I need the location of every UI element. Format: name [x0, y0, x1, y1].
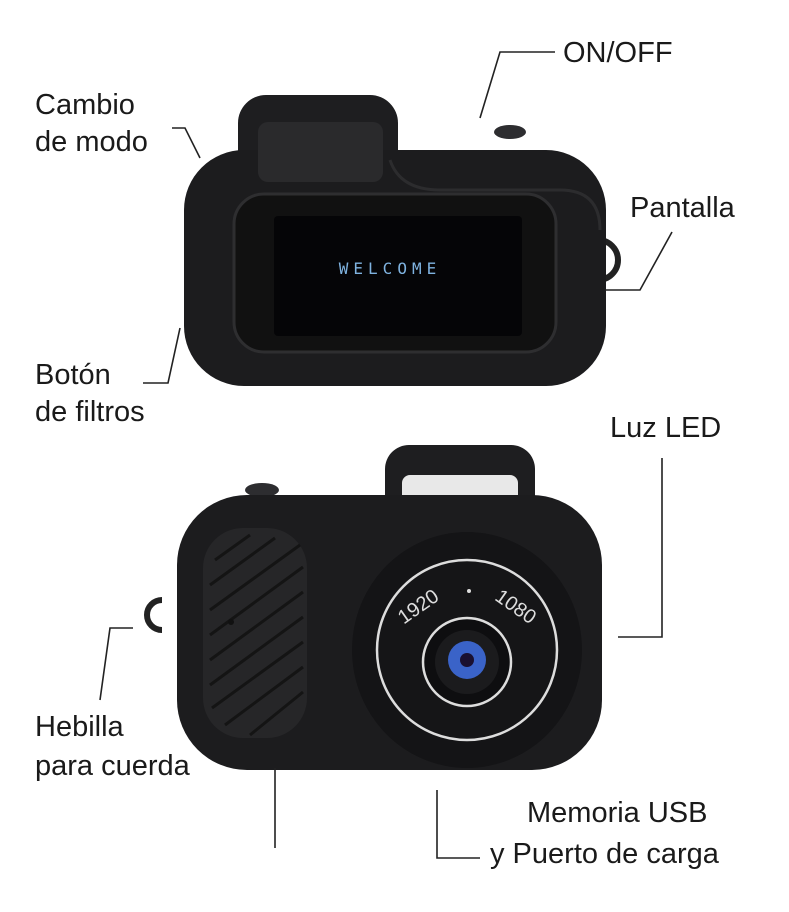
label-filter-button-1: Botón: [35, 359, 111, 391]
label-usb-memory-2: y Puerto de carga: [490, 838, 719, 870]
grip-panel: [203, 528, 307, 738]
label-strap-buckle-2: para cuerda: [35, 750, 190, 782]
leader-lines: [99, 51, 673, 859]
grip-texture: [209, 533, 304, 737]
label-filter-button-2: de filtros: [35, 396, 145, 428]
camera-back-view: WELCOME: [184, 95, 621, 386]
keyring-loop-icon: [144, 597, 163, 633]
label-on-off: ON/OFF: [563, 37, 673, 69]
camera-front-view: 1920 1080: [144, 445, 602, 770]
label-mode-change-1: Cambio: [35, 89, 135, 121]
label-led-light: Luz LED: [610, 412, 722, 444]
label-strap-buckle-1: Hebilla: [35, 711, 124, 743]
label-screen: Pantalla: [630, 192, 735, 224]
screen-display: [274, 216, 522, 336]
mode-button: [258, 122, 383, 182]
label-mode-change-2: de modo: [35, 126, 148, 158]
label-usb-memory-1: Memoria USB: [527, 797, 708, 829]
power-button: [494, 125, 526, 139]
welcome-text: WELCOME: [339, 259, 441, 278]
power-button: [245, 483, 279, 497]
